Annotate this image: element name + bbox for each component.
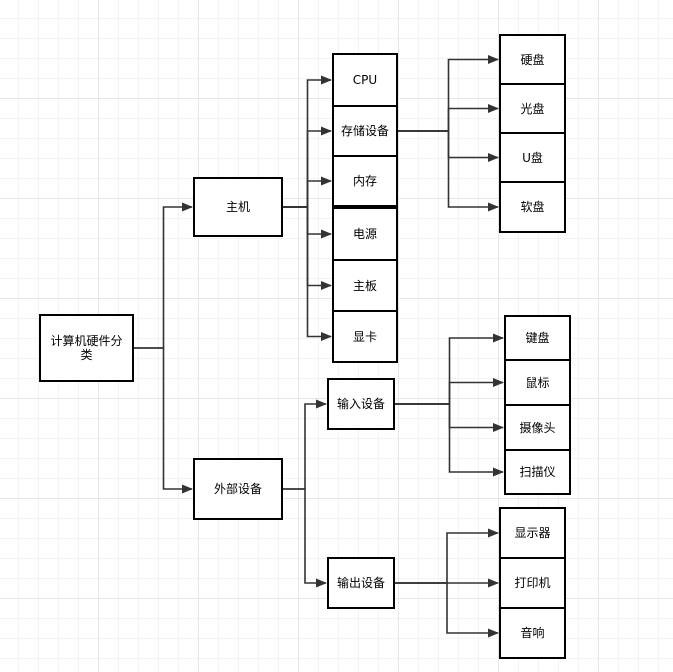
output-device-node: 输出设备	[327, 557, 395, 609]
power-node: 电源	[332, 207, 398, 261]
input-device-node: 输入设备	[327, 378, 395, 430]
connector-arrow	[395, 403, 505, 477]
speaker-node: 音响	[499, 607, 566, 659]
printer-node: 打印机	[499, 557, 566, 609]
keyboard-node: 键盘	[504, 315, 571, 361]
monitor-node: 显示器	[499, 507, 566, 559]
connector-arrow	[283, 206, 333, 341]
connector-arrow	[134, 347, 194, 494]
host-node: 主机	[193, 177, 283, 237]
scanner-node: 扫描仪	[504, 449, 571, 495]
memory-node: 内存	[332, 155, 398, 207]
connector-arrow	[283, 488, 328, 588]
connector-arrow	[395, 378, 505, 405]
mouse-node: 鼠标	[504, 359, 571, 406]
usb-drive-node: U盘	[499, 132, 566, 183]
connector-arrow	[395, 582, 500, 638]
gpu-node: 显卡	[332, 310, 398, 363]
motherboard-node: 主板	[332, 259, 398, 312]
connector-arrow	[398, 130, 500, 212]
storage-node: 存储设备	[332, 105, 398, 157]
optical-disc-node: 光盘	[499, 83, 566, 134]
camera-node: 摄像头	[504, 404, 571, 451]
connector-arrow	[283, 399, 328, 490]
cpu-node: CPU	[332, 53, 398, 107]
connector-arrow	[398, 104, 500, 132]
peripheral-node: 外部设备	[193, 458, 283, 520]
connector-arrow	[134, 202, 194, 349]
hdd-node: 硬盘	[499, 34, 566, 85]
connector-arrow	[395, 528, 500, 584]
root-node: 计算机硬件分类	[39, 314, 134, 382]
connector-arrow	[283, 176, 333, 208]
floppy-node: 软盘	[499, 181, 566, 233]
